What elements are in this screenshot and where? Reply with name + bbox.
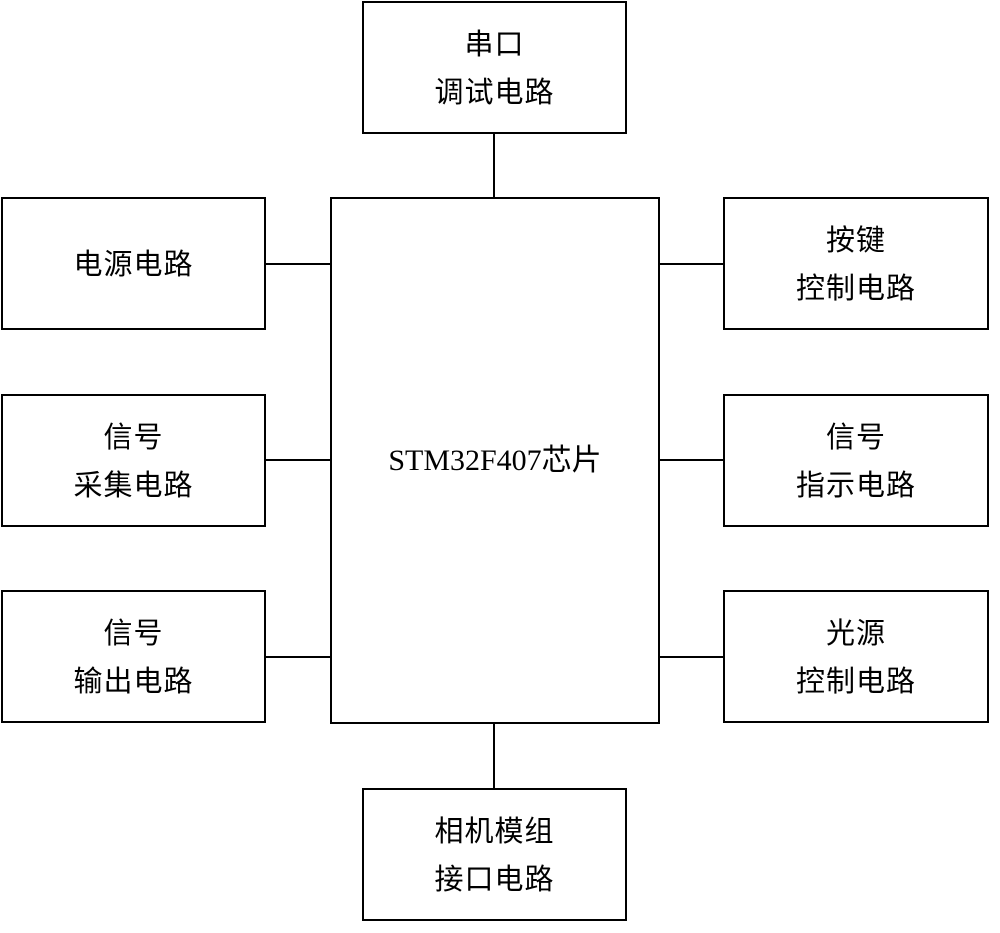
block-label-line-1: 信号 (103, 419, 164, 454)
connector-top (493, 132, 495, 198)
connector-right-2 (658, 459, 724, 461)
camera-module-interface-block: 相机模组 接口电路 (362, 788, 627, 921)
connector-right-3 (658, 656, 724, 658)
block-label-line-2: 接口电路 (434, 861, 555, 896)
block-label-line-2: 控制电路 (795, 270, 916, 305)
stm32-chip-block: STM32F407芯片 (330, 197, 660, 724)
block-label-line-1: 信号 (103, 615, 164, 650)
block-label-line-1: 相机模组 (434, 813, 555, 848)
chip-label: STM32F407芯片 (388, 443, 602, 477)
connector-left-3 (264, 656, 330, 658)
block-label-line-1: 电源电路 (73, 246, 194, 281)
power-circuit-block: 电源电路 (1, 197, 266, 330)
block-label-line-1: 信号 (825, 419, 886, 454)
block-label-line-1: 光源 (825, 615, 886, 650)
serial-debug-circuit-block: 串口 调试电路 (362, 1, 627, 134)
block-label-line-1: 按键 (825, 222, 886, 257)
connector-left-2 (264, 459, 330, 461)
light-source-control-circuit-block: 光源 控制电路 (723, 590, 989, 723)
key-control-circuit-block: 按键 控制电路 (723, 197, 989, 330)
block-label-line-2: 输出电路 (73, 663, 194, 698)
block-label-line-2: 指示电路 (795, 467, 916, 502)
connector-left-1 (264, 263, 330, 265)
signal-acquisition-circuit-block: 信号 采集电路 (1, 394, 266, 527)
connector-bottom (493, 722, 495, 789)
block-label-line-2: 调试电路 (434, 74, 555, 109)
signal-indicator-circuit-block: 信号 指示电路 (723, 394, 989, 527)
block-label-line-1: 串口 (464, 26, 525, 61)
connector-right-1 (658, 263, 724, 265)
block-label-line-2: 采集电路 (73, 467, 194, 502)
signal-output-circuit-block: 信号 输出电路 (1, 590, 266, 723)
block-label-line-2: 控制电路 (795, 663, 916, 698)
